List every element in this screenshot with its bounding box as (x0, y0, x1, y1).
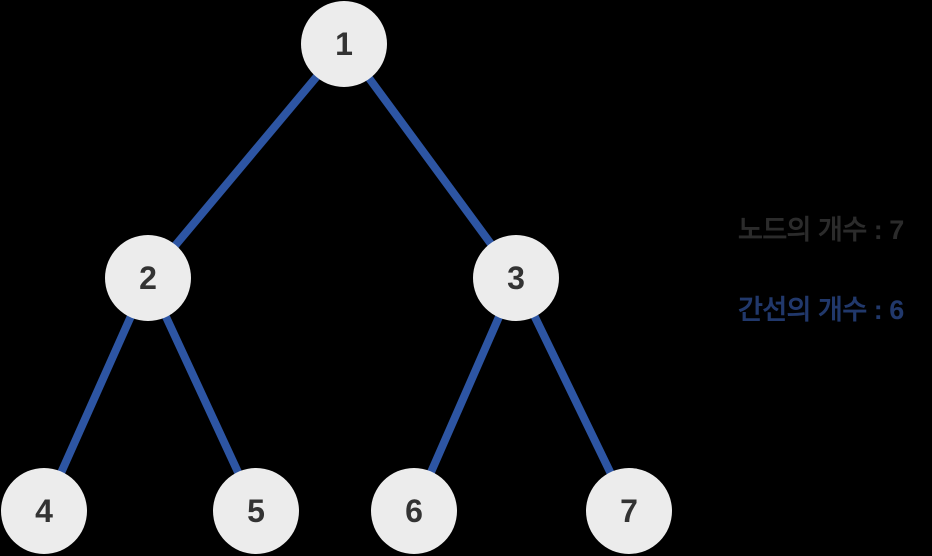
node-1-label: 1 (335, 26, 353, 62)
node-count-text: 노드의 개수 : 7 (738, 215, 904, 245)
tree-edge-1-2 (144, 41, 348, 281)
node-4-circle (1, 468, 87, 554)
tree-stats: 노드의 개수 : 7 간선의 개수 : 6 (738, 208, 932, 327)
tree-edge-3-7 (512, 276, 633, 513)
node-3-circle (473, 235, 559, 321)
edge-count-text: 간선의 개수 : 6 (738, 295, 904, 325)
node-6-circle (371, 468, 457, 554)
tree-node-7: 7 (586, 468, 672, 554)
node-7-circle (586, 468, 672, 554)
node-5-label: 5 (247, 493, 265, 529)
tree-node-5: 5 (213, 468, 299, 554)
tree-node-2: 2 (105, 235, 191, 321)
tree-edge-1-3 (340, 41, 520, 281)
node-3-label: 3 (507, 260, 525, 296)
tree-node-6: 6 (371, 468, 457, 554)
tree-node-4: 4 (1, 468, 87, 554)
tree-node-3: 3 (473, 235, 559, 321)
node-7-label: 7 (620, 493, 638, 529)
node-6-label: 6 (405, 493, 423, 529)
node-2-label: 2 (139, 260, 157, 296)
node-2-circle (105, 235, 191, 321)
node-5-circle (213, 468, 299, 554)
node-4-label: 4 (35, 493, 53, 529)
tree-node-1: 1 (301, 1, 387, 87)
node-1-circle (301, 1, 387, 87)
